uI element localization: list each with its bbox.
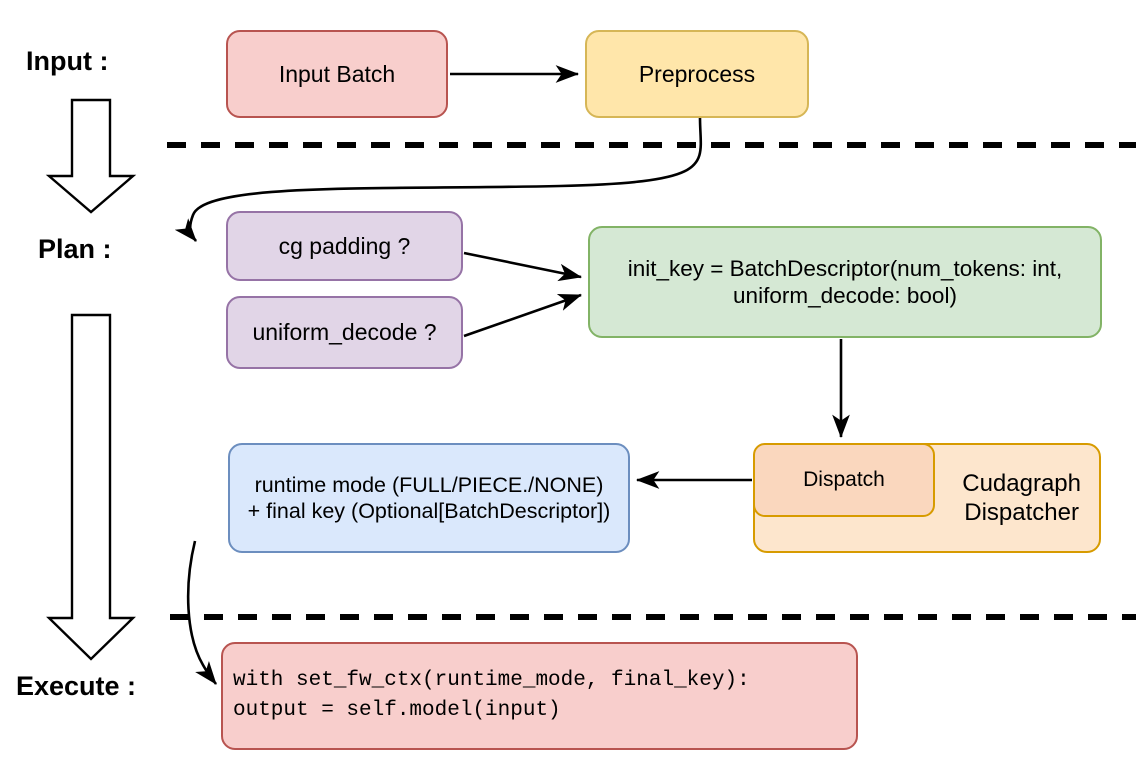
stage-label-input: Input : (26, 46, 109, 76)
connector-cg-padding-to-init-key (463, 251, 583, 282)
node-cudagraph-dispatcher-label: Cudagraph Dispatcher (962, 469, 1081, 526)
node-input-batch-label: Input Batch (278, 60, 396, 87)
connector-uniform-decode-to-init-key (463, 293, 582, 338)
node-uniform-decode-label: uniform_decode ? (252, 319, 437, 346)
node-execute-code-label: with set_fw_ctx(runtime_mode, final_key)… (233, 668, 750, 722)
node-execute-code[interactable]: with set_fw_ctx(runtime_mode, final_key)… (221, 642, 858, 750)
node-preprocess-label: Preprocess (638, 60, 756, 87)
input-to-plan-block-arrow (45, 98, 137, 214)
node-init-key[interactable]: init_key = BatchDescriptor(num_tokens: i… (588, 226, 1102, 338)
node-cg-padding[interactable]: cg padding ? (226, 211, 463, 281)
node-runtime-mode[interactable]: runtime mode (FULL/PIECE./NONE) + final … (228, 443, 630, 553)
node-init-key-label: init_key = BatchDescriptor(num_tokens: i… (627, 255, 1063, 308)
node-input-batch[interactable]: Input Batch (226, 30, 448, 118)
node-cg-padding-label: cg padding ? (278, 232, 411, 259)
node-dispatch[interactable]: Dispatch (753, 443, 935, 517)
stage-label-execute: Execute : (16, 671, 137, 701)
node-dispatch-label: Dispatch (803, 468, 885, 492)
connector-runtime-mode-to-execute-code (186, 540, 218, 685)
plan-to-execute-block-arrow (46, 313, 136, 661)
node-runtime-mode-label: runtime mode (FULL/PIECE./NONE) + final … (247, 472, 611, 523)
stage-label-plan: Plan : (38, 234, 112, 264)
node-uniform-decode[interactable]: uniform_decode ? (226, 296, 463, 369)
node-preprocess[interactable]: Preprocess (585, 30, 809, 118)
